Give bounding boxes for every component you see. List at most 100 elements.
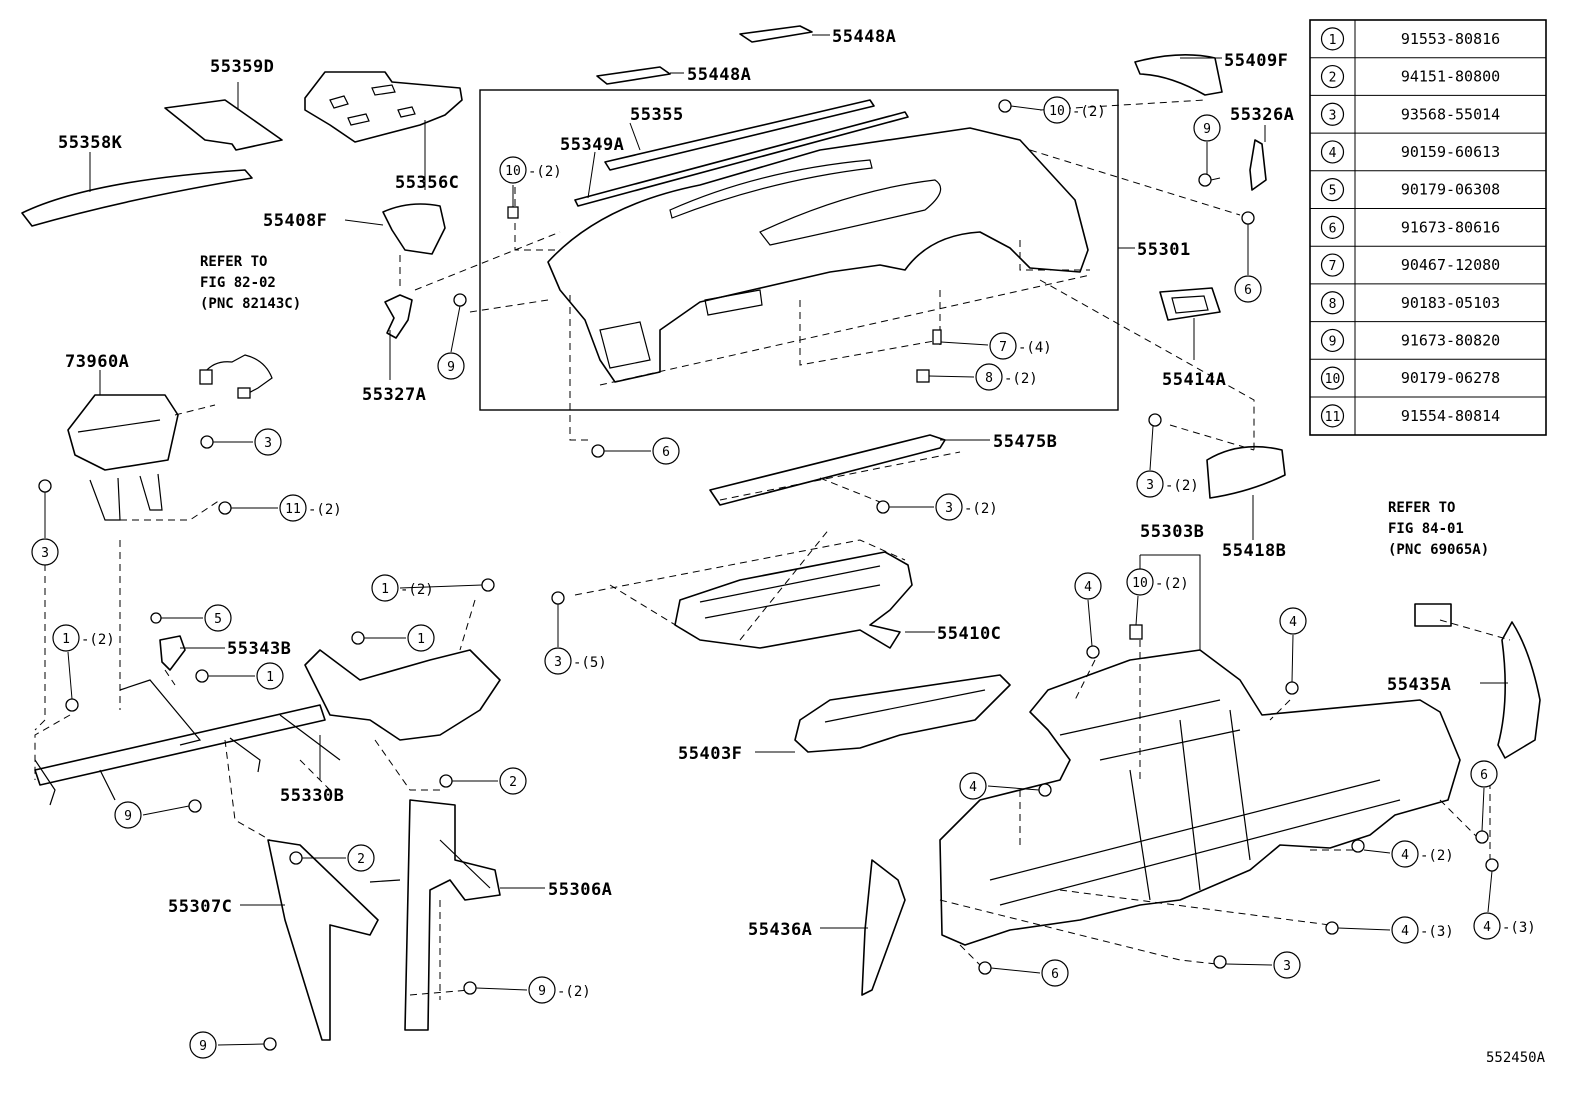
clip-icon[interactable] (932, 329, 942, 345)
callout-11[interactable]: 11 -(2) (231, 494, 342, 522)
airbag-55418b[interactable] (1206, 445, 1286, 499)
bolt-icon[interactable] (1086, 645, 1100, 659)
label-55358k[interactable]: 55358K (58, 133, 123, 153)
callout-9[interactable]: 9 (189, 1031, 265, 1059)
label-55306a[interactable]: 55306A (548, 880, 612, 900)
label-55409f[interactable]: 55409F (1224, 51, 1288, 71)
duct-55410c[interactable] (674, 551, 913, 649)
label-55327a[interactable]: 55327A (362, 385, 426, 405)
callout-5[interactable]: 5 (161, 604, 232, 632)
callout-4[interactable]: 4 -(3) (1473, 870, 1536, 940)
callout-4[interactable]: 4 -(2) (1363, 840, 1454, 868)
callout-10[interactable]: 10 -(2) (1126, 568, 1189, 626)
strip-55358k[interactable] (21, 169, 253, 227)
label-55410c[interactable]: 55410C (937, 624, 1001, 644)
label-55359d[interactable]: 55359D (210, 57, 274, 77)
trim-55435a[interactable] (1497, 621, 1541, 759)
callout-4[interactable]: 4 (1279, 607, 1307, 683)
callout-3[interactable]: 3 -(2) (1136, 425, 1199, 498)
bolt-icon[interactable] (1213, 955, 1227, 969)
label-55330b[interactable]: 55330B (280, 786, 344, 806)
callout-1[interactable]: 1 -(2) (371, 574, 483, 602)
nut-icon[interactable] (439, 774, 453, 788)
bolt-icon[interactable] (876, 500, 890, 514)
callout-3[interactable]: 3 -(2) (889, 493, 998, 521)
silencer-55356c[interactable] (304, 71, 463, 143)
bolt-icon[interactable] (195, 669, 209, 683)
strip-55448a-lower[interactable] (596, 66, 671, 85)
label-55355[interactable]: 55355 (630, 105, 684, 125)
label-55356c[interactable]: 55356C (395, 173, 459, 193)
bracket-55327a[interactable] (384, 294, 413, 339)
label-55343b[interactable]: 55343B (227, 639, 291, 659)
callout-10[interactable]: 10 -(2) (499, 156, 562, 207)
callout-2[interactable]: 2 (302, 844, 375, 872)
label-55414a[interactable]: 55414A (1162, 370, 1226, 390)
bolt-icon[interactable] (65, 698, 79, 712)
bolt-icon[interactable] (481, 578, 495, 592)
callout-2[interactable]: 2 (452, 767, 527, 795)
label-55448a-upper[interactable]: 55448A (832, 27, 896, 47)
bolt-icon[interactable] (188, 799, 202, 813)
bolt-icon[interactable] (1325, 921, 1339, 935)
bolt-icon[interactable] (38, 479, 52, 493)
callout-9[interactable]: 9 -(2) (475, 976, 591, 1004)
pad-55359d[interactable] (164, 99, 283, 151)
label-55307c[interactable]: 55307C (168, 897, 232, 917)
callout-6[interactable]: 6 (990, 959, 1069, 987)
nut-icon[interactable] (1129, 624, 1143, 640)
callout-8[interactable]: 8 -(2) (928, 363, 1038, 391)
brace-55306a[interactable] (404, 799, 501, 1031)
nut-icon[interactable] (150, 612, 162, 624)
callout-4[interactable]: 4 -(3) (1337, 916, 1454, 944)
callout-3[interactable]: 3 -(5) (544, 604, 607, 675)
bolt-icon[interactable] (591, 444, 605, 458)
bracket-steering-support[interactable] (304, 649, 501, 741)
callout-1[interactable]: 1 -(2) (52, 624, 115, 700)
callout-3[interactable]: 3 (213, 428, 282, 456)
bolt-icon[interactable] (1485, 858, 1499, 872)
label-55301[interactable]: 55301 (1137, 240, 1191, 260)
molding-55355[interactable] (604, 99, 875, 171)
airbag-73960a[interactable] (67, 394, 179, 471)
callout-9[interactable]: 9 (437, 305, 465, 380)
callout-10[interactable]: 10 -(2) (1010, 96, 1106, 124)
bolt-icon[interactable] (1475, 830, 1489, 844)
label-55326a[interactable]: 55326A (1230, 105, 1294, 125)
label-55418b[interactable]: 55418B (1222, 541, 1286, 561)
bolt-icon[interactable] (1351, 839, 1365, 853)
bolt-icon[interactable] (551, 591, 565, 605)
bolt-icon[interactable] (1285, 681, 1299, 695)
bolt-icon[interactable] (1148, 413, 1162, 427)
callout-1[interactable]: 1 (364, 624, 435, 652)
bolt-icon[interactable] (453, 293, 467, 307)
bolt-icon[interactable] (351, 631, 365, 645)
duct-55403f[interactable] (794, 674, 1011, 753)
callout-6[interactable]: 6 (1234, 224, 1262, 303)
callout-6[interactable]: 6 (1470, 760, 1498, 832)
trim-55436a[interactable] (861, 859, 906, 996)
label-55303b[interactable]: 55303B (1140, 522, 1204, 542)
bolt-icon[interactable] (218, 501, 232, 515)
label-55349a[interactable]: 55349A (560, 135, 624, 155)
molding-55349a[interactable] (574, 111, 909, 207)
cover-55409f[interactable] (1134, 54, 1223, 96)
callout-6[interactable]: 6 (604, 437, 680, 465)
callout-9[interactable]: 9 (114, 801, 190, 829)
brace-55307c[interactable] (267, 839, 379, 1041)
bolt-icon[interactable] (978, 961, 992, 975)
bolt-icon[interactable] (463, 981, 477, 995)
clip-55326a[interactable] (1249, 139, 1267, 191)
callout-3[interactable]: 3 (1225, 951, 1301, 979)
bolt-icon[interactable] (1038, 783, 1052, 797)
bracket-55343b[interactable] (159, 635, 186, 671)
callout-4[interactable]: 4 (1074, 572, 1102, 647)
callout-7[interactable]: 7 -(4) (940, 332, 1052, 360)
